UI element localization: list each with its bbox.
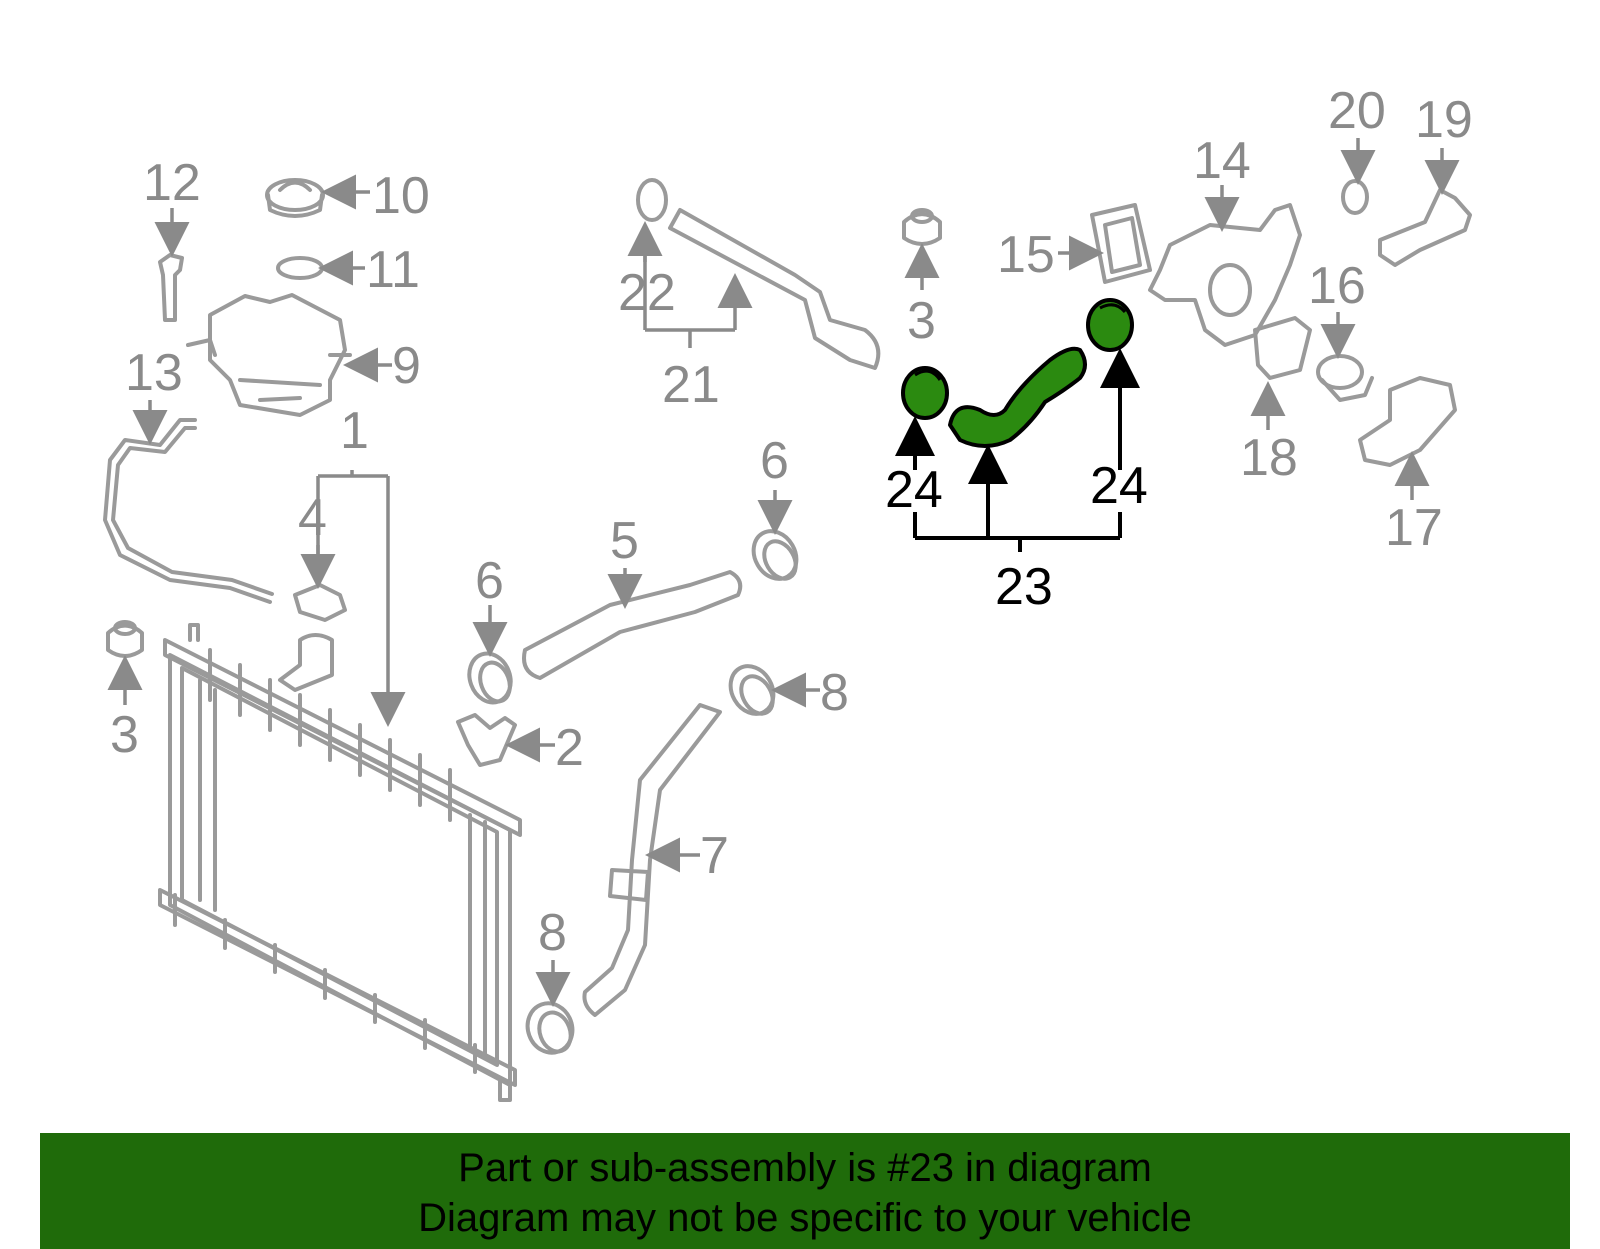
thermostat-part[interactable] <box>1316 354 1374 402</box>
water-pipe-part[interactable] <box>668 208 881 370</box>
callout-12: 12 <box>143 154 201 212</box>
hose-clamp-part-4[interactable] <box>521 997 579 1059</box>
callout-16: 16 <box>1308 257 1366 315</box>
callout-13: 13 <box>125 344 183 402</box>
mount-bushing-part[interactable] <box>106 620 144 658</box>
callout-10: 10 <box>372 167 430 225</box>
radiator-cap-part[interactable] <box>278 583 347 692</box>
callout-6-left: 6 <box>475 552 504 610</box>
callout-6-right: 6 <box>760 432 789 490</box>
hose-clamp-highlighted-2[interactable] <box>1086 298 1134 352</box>
housing-gasket-part[interactable] <box>1253 316 1312 380</box>
callout-21: 21 <box>662 356 720 414</box>
callout-1: 1 <box>340 402 369 460</box>
parts-diagram: 1 2 3 3 4 5 6 6 7 8 8 9 10 11 12 13 14 1… <box>103 82 1473 1102</box>
callout-11: 11 <box>366 241 420 299</box>
callout-14: 14 <box>1193 132 1251 190</box>
overflow-hose-part[interactable] <box>103 418 272 604</box>
mount-bushing-part-2[interactable] <box>902 208 942 246</box>
callout-24-right: 24 <box>1090 457 1148 515</box>
callout-20: 20 <box>1328 82 1386 140</box>
hose-clamp-part[interactable] <box>463 648 518 709</box>
callout-3-right: 3 <box>907 292 936 350</box>
callout-labels: 1 2 3 3 4 5 6 6 7 8 8 9 10 11 12 13 14 1… <box>110 82 1473 962</box>
radiator-part[interactable] <box>158 623 522 1102</box>
callout-8-bottom: 8 <box>538 904 567 962</box>
callout-9: 9 <box>392 337 421 395</box>
hose-clamp-part-2[interactable] <box>745 523 805 586</box>
callout-22: 22 <box>618 264 676 322</box>
callout-3-left: 3 <box>110 706 139 764</box>
reservoir-tank-part[interactable] <box>186 293 352 417</box>
callout-24-left: 24 <box>885 461 943 519</box>
callout-17: 17 <box>1385 499 1443 557</box>
thermostat-housing-part[interactable] <box>1148 203 1302 347</box>
callout-4: 4 <box>298 489 327 547</box>
bracket-part[interactable] <box>158 253 184 322</box>
callout-5: 5 <box>610 512 639 570</box>
callout-8-right: 8 <box>820 664 849 722</box>
upper-hose-part[interactable] <box>522 570 743 680</box>
pipe-o-ring-part[interactable] <box>636 178 668 222</box>
callout-2: 2 <box>555 719 584 777</box>
leader-lines <box>107 138 1460 1007</box>
lower-hose-part[interactable] <box>582 703 722 1017</box>
water-outlet-part[interactable] <box>1358 376 1457 467</box>
temperature-sensor-part[interactable] <box>1378 188 1472 267</box>
callout-15: 15 <box>997 226 1055 284</box>
sensor-o-ring-part[interactable] <box>1341 179 1369 215</box>
callout-18: 18 <box>1240 429 1298 487</box>
hose-clamp-highlighted[interactable] <box>901 366 949 420</box>
callout-23: 23 <box>995 558 1053 616</box>
mount-bracket-part[interactable] <box>456 713 517 767</box>
banner-line-1: Part or sub-assembly is #23 in diagram <box>458 1146 1152 1190</box>
hose-clamp-part-3[interactable] <box>722 658 782 721</box>
o-ring-part[interactable] <box>276 256 324 280</box>
callout-19: 19 <box>1415 91 1473 149</box>
notice-banner: Part or sub-assembly is #23 in diagram D… <box>40 1133 1570 1249</box>
callout-7: 7 <box>700 827 729 885</box>
reservoir-cap-part[interactable] <box>265 178 325 218</box>
radiator-hose-highlighted[interactable] <box>948 346 1087 448</box>
banner-line-2: Diagram may not be specific to your vehi… <box>418 1196 1192 1240</box>
